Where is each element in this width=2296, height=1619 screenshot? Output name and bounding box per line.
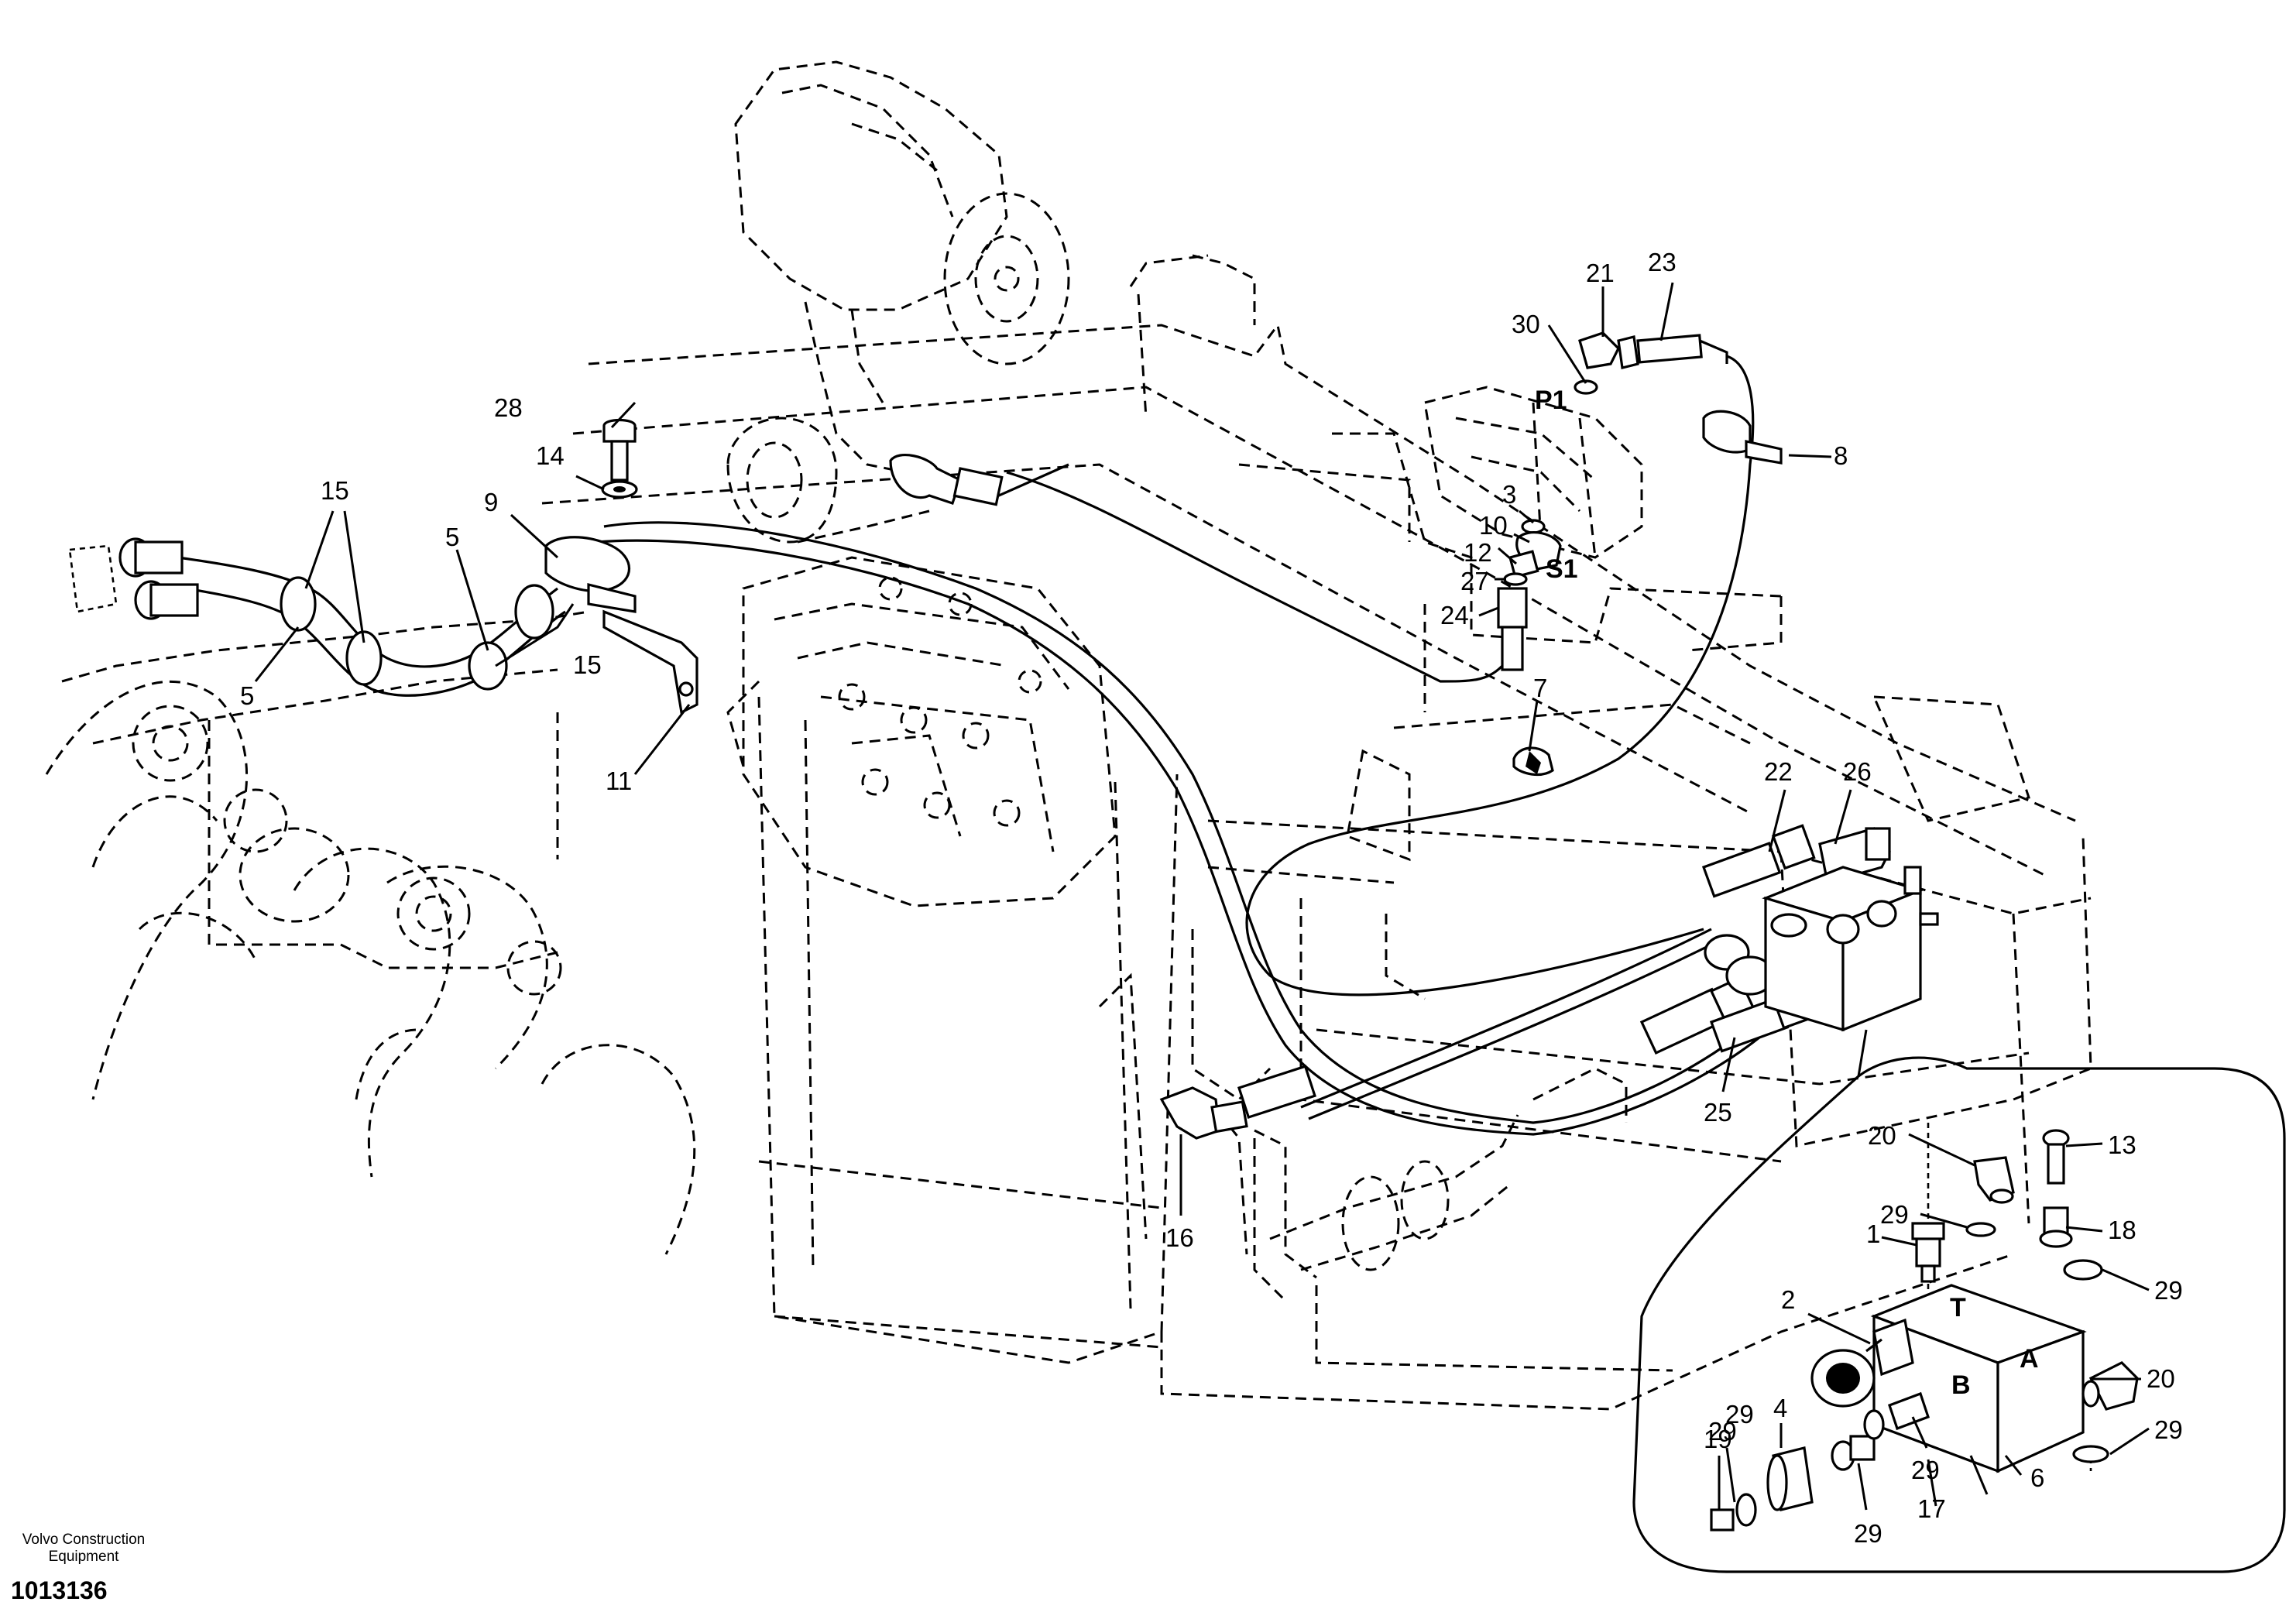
frame-outline (45, 254, 2092, 1411)
hydraulic-pump-phantom (726, 60, 1070, 544)
callout-23: 23 (1648, 248, 1677, 276)
callout-15-b: 15 (573, 650, 602, 679)
callout-21: 21 (1586, 259, 1615, 287)
callout-27: 27 (1460, 567, 1489, 595)
callout-29-b: 29 (2154, 1276, 2183, 1305)
callout-26: 26 (1843, 757, 1872, 786)
callout-13: 13 (2108, 1130, 2136, 1159)
callout-29-a: 29 (1880, 1200, 1909, 1229)
callout-7: 7 (1533, 674, 1547, 702)
components (68, 331, 1939, 1140)
top-fittings (1574, 331, 1728, 395)
callout-28: 28 (494, 393, 523, 422)
travel-motor-phantom (1253, 1114, 1519, 1302)
callout-labels: 15 5 9 28 14 15 5 11 30 21 23 8 3 10 12 … (240, 248, 2183, 1548)
control-valve-phantom (726, 556, 1117, 907)
callout-25: 25 (1704, 1098, 1732, 1127)
callout-12: 12 (1464, 538, 1492, 567)
callout-22: 22 (1764, 757, 1793, 786)
callout-18: 18 (2108, 1216, 2136, 1244)
bolt-28 (601, 418, 638, 499)
callout-29-d: 29 (1911, 1456, 1940, 1484)
callout-5-b: 5 (240, 681, 254, 710)
pipe-clamps (280, 576, 554, 691)
callout-2: 2 (1781, 1285, 1795, 1314)
callout-24: 24 (1440, 601, 1469, 629)
callout-15-a: 15 (321, 476, 349, 505)
callout-14: 14 (536, 441, 565, 470)
callout-29-e: 29 (1854, 1519, 1882, 1548)
callout-29-f: 29 (1708, 1417, 1737, 1446)
callout-4: 4 (1773, 1394, 1787, 1422)
callout-6: 6 (2030, 1463, 2044, 1492)
brand-line-2: Equipment (48, 1549, 119, 1565)
brand-caption: Volvo Construction Equipment (6, 1532, 161, 1566)
callout-29-c: 29 (2154, 1415, 2183, 1444)
leader-lines (254, 282, 2150, 1511)
valve-block (1762, 866, 1939, 1032)
pump-hose-fitting (889, 453, 1004, 506)
callout-1: 1 (1866, 1219, 1880, 1248)
callout-17: 17 (1917, 1494, 1946, 1523)
port-mark-p1: P1 (1535, 386, 1567, 415)
clamp-7 (1512, 746, 1554, 777)
pilot-fittings (1497, 519, 1562, 671)
elbow-16 (1159, 1065, 1316, 1140)
callout-11: 11 (606, 767, 632, 795)
brand-line-1: Volvo Construction (22, 1532, 146, 1548)
callout-29-g: 29 (1725, 1400, 1754, 1429)
callout-8: 8 (1834, 441, 1848, 470)
pilot-valve-phantom (1423, 386, 1643, 559)
callout-5-a: 5 (445, 523, 459, 551)
callout-9: 9 (484, 488, 498, 516)
port-mark-b: B (1951, 1370, 1971, 1400)
callout-20-a: 20 (1868, 1121, 1896, 1150)
hose-routing (177, 355, 1775, 1136)
port-mark-s1: S1 (1546, 554, 1578, 584)
port-mark-a: A (2020, 1344, 2039, 1374)
clamp-and-bracket (544, 536, 698, 715)
document-number: 1013136 (11, 1576, 108, 1604)
callout-16: 16 (1165, 1223, 1194, 1252)
port-marks: P1 S1 T A B (1535, 386, 2039, 1400)
callout-10: 10 (1479, 511, 1508, 540)
callout-20-b: 20 (2147, 1364, 2175, 1393)
port-mark-t: T (1950, 1293, 1966, 1322)
callout-3: 3 (1502, 480, 1516, 509)
clamp-8 (1702, 410, 1783, 465)
boom-hose-fittings (68, 537, 199, 620)
callout-19: 19 (1704, 1425, 1732, 1453)
callout-30: 30 (1512, 310, 1540, 338)
detail-inset (1632, 1029, 2286, 1573)
